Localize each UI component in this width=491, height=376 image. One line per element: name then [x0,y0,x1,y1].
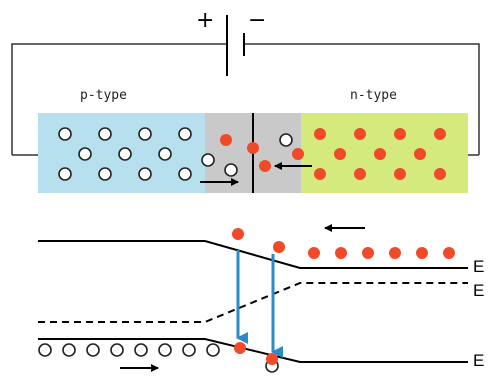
hole [178,167,192,181]
electron [443,247,455,259]
electron [259,160,271,172]
electron [234,342,246,354]
hole [86,343,100,357]
circuit-wire [11,43,480,155]
electron [389,247,401,259]
conduction-band-label: E [473,257,484,276]
electron [362,247,374,259]
hole [206,343,220,357]
hole [134,343,148,357]
hole [38,343,52,357]
valence-band-edge [38,338,468,363]
hole [182,343,196,357]
electron [247,142,259,154]
electron [273,241,285,253]
band-diagram: E E E [38,240,484,370]
hole [118,147,132,161]
electron [308,247,320,259]
hole [110,343,124,357]
fermi-level-label: E [473,281,484,300]
electron [354,168,366,180]
battery-plus-label: + [196,8,214,33]
electron [334,148,346,160]
hole [62,343,76,357]
hole [224,163,238,177]
hole [178,127,192,141]
hole [78,147,92,161]
battery: + − [196,8,266,76]
hole [98,127,112,141]
valence-band-label: E [473,351,484,370]
n-type-label: n-type [350,88,397,103]
electron [374,148,386,160]
conduction-band-edge [38,240,468,269]
p-type-label: p-type [80,88,127,103]
electron [232,228,244,240]
electron [354,128,366,140]
electron [434,128,446,140]
electron [335,247,347,259]
hole [138,167,152,181]
electron [394,128,406,140]
electron [434,168,446,180]
electron [266,353,278,365]
hole [158,343,172,357]
electron [292,148,304,160]
fermi-level [38,282,468,323]
hole [201,153,215,167]
hole [158,147,172,161]
hole [58,127,72,141]
hole [279,133,293,147]
electron [220,134,232,146]
electron [416,247,428,259]
electron [314,168,326,180]
electron [314,128,326,140]
electron [414,148,426,160]
battery-minus-label: − [248,8,266,33]
electron [394,168,406,180]
hole [138,127,152,141]
hole [98,167,112,181]
hole [58,167,72,181]
